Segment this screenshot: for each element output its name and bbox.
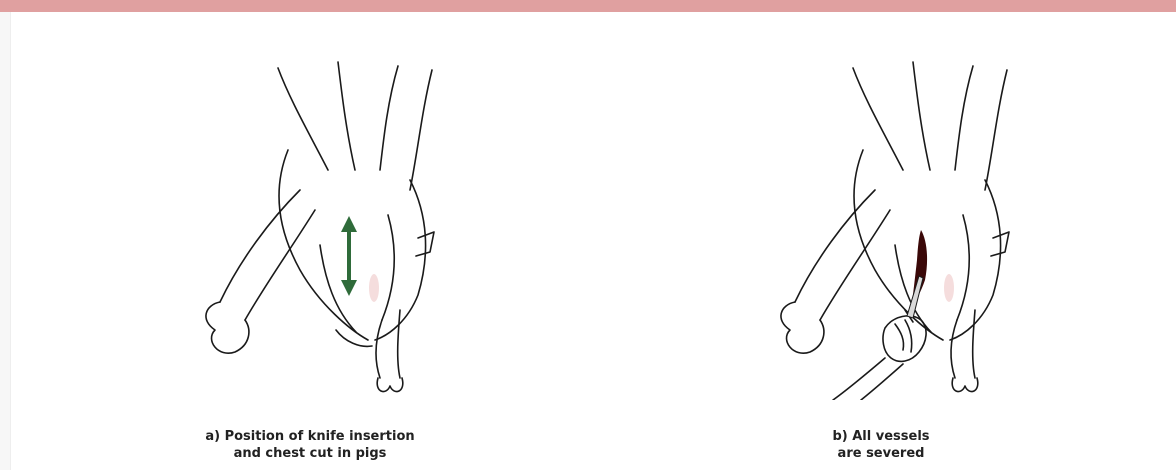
side-margin-strip <box>0 12 11 470</box>
caption-a: a) Position of knife insertion and chest… <box>150 428 470 462</box>
illustration-a <box>160 40 500 420</box>
leg-outline <box>380 66 398 170</box>
header-band <box>0 0 1176 12</box>
caption-b-line1: b) All vessels <box>721 428 1041 445</box>
leg-outline <box>410 70 432 190</box>
leg-outline <box>338 62 355 170</box>
chest-contour <box>957 215 969 320</box>
leg-outline <box>913 62 930 170</box>
trotter-outline <box>377 378 403 392</box>
arm-outline <box>861 364 903 400</box>
foreleg-outline <box>951 320 957 378</box>
caption-b: b) All vessels are severed <box>721 428 1041 462</box>
chest-contour <box>382 215 394 320</box>
trotter-outline <box>952 378 978 392</box>
skin-tint <box>369 274 379 302</box>
hand-finger <box>905 320 912 352</box>
leg-outline <box>955 66 973 170</box>
trotter-outline <box>781 302 824 353</box>
foreleg-outline <box>376 320 382 378</box>
knife-position-arrow-icon <box>341 216 357 296</box>
pig-chest-drawing-a <box>160 40 500 400</box>
snout-outline <box>336 330 372 346</box>
foreleg-outline <box>820 210 890 320</box>
caption-b-line2: are severed <box>721 445 1041 462</box>
caption-a-line2: and chest cut in pigs <box>150 445 470 462</box>
skin-tint <box>944 274 954 302</box>
hand-finger <box>895 324 904 350</box>
foreleg-outline <box>398 310 400 378</box>
foreleg-outline <box>973 310 975 378</box>
leg-outline <box>985 70 1007 190</box>
illustration-b <box>735 40 1075 420</box>
pig-chest-drawing-b <box>735 40 1075 400</box>
arm-outline <box>833 358 885 400</box>
foreleg-outline <box>245 210 315 320</box>
trotter-outline <box>206 302 249 353</box>
caption-a-line1: a) Position of knife insertion <box>150 428 470 445</box>
